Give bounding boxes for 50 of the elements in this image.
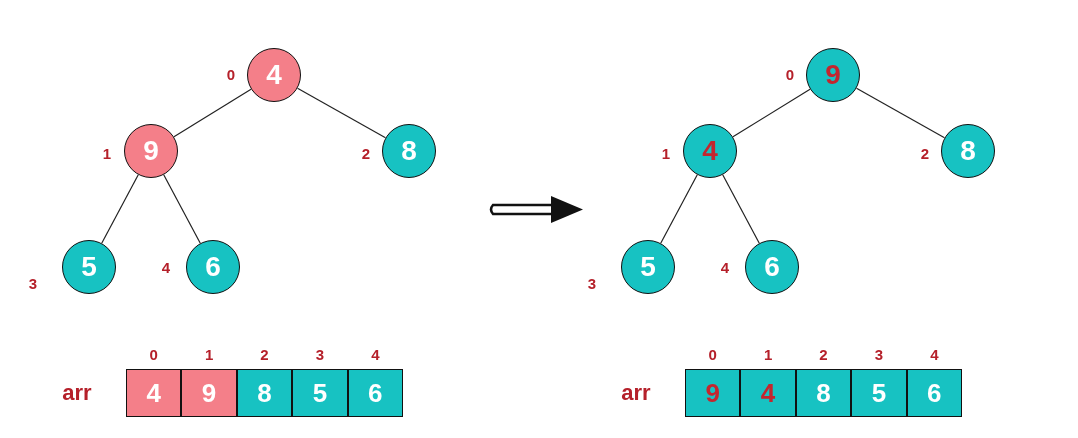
index-label: 0 bbox=[226, 67, 236, 83]
heap-node-circle: 4 bbox=[247, 48, 301, 102]
array-cell: 9 bbox=[685, 369, 741, 417]
array-cell: 5 bbox=[851, 369, 907, 417]
array-cell: 5 bbox=[292, 369, 348, 417]
array-cell: 6 bbox=[347, 369, 403, 417]
index-label: 3 bbox=[587, 276, 597, 292]
index-label: 1 bbox=[763, 347, 773, 363]
array-cell: 6 bbox=[906, 369, 962, 417]
index-label: 2 bbox=[361, 146, 371, 162]
heap-node-circle: 5 bbox=[62, 240, 116, 294]
array-name-label: arr bbox=[621, 380, 651, 406]
tree-edge bbox=[732, 88, 811, 138]
index-label: 1 bbox=[661, 146, 671, 162]
heap-node-circle: 8 bbox=[941, 124, 995, 178]
heap-node-circle: 9 bbox=[806, 48, 860, 102]
array-cell: 4 bbox=[126, 369, 182, 417]
heap-node-circle: 5 bbox=[621, 240, 675, 294]
tree-edge bbox=[101, 174, 139, 244]
index-label: 4 bbox=[720, 260, 730, 276]
index-label: 4 bbox=[930, 347, 939, 363]
heap-node-circle: 9 bbox=[124, 124, 178, 178]
heap-node-circle: 6 bbox=[745, 240, 799, 294]
heap-node-circle: 8 bbox=[382, 124, 436, 178]
array-cell: 8 bbox=[236, 369, 293, 417]
array-cell: 9 bbox=[181, 369, 237, 417]
tree-edge bbox=[660, 174, 698, 244]
tree-edge bbox=[855, 87, 946, 139]
tree-edge bbox=[173, 88, 252, 138]
index-label: 3 bbox=[315, 347, 325, 363]
index-label: 0 bbox=[708, 347, 717, 363]
index-label: 0 bbox=[149, 347, 158, 363]
index-label: 2 bbox=[819, 347, 828, 363]
index-label: 4 bbox=[371, 347, 380, 363]
array-cell: 8 bbox=[795, 369, 852, 417]
index-label: 3 bbox=[28, 276, 38, 292]
tree-edge bbox=[163, 174, 201, 244]
tree-edge bbox=[296, 87, 387, 139]
array-name-label: arr bbox=[62, 380, 92, 406]
index-label: 0 bbox=[785, 67, 795, 83]
tree-edge bbox=[722, 174, 760, 244]
index-label: 4 bbox=[161, 260, 171, 276]
index-label: 1 bbox=[102, 146, 112, 162]
array-cell: 4 bbox=[740, 369, 796, 417]
index-label: 2 bbox=[920, 146, 930, 162]
heap-node-circle: 6 bbox=[186, 240, 240, 294]
index-label: 1 bbox=[204, 347, 214, 363]
index-label: 3 bbox=[874, 347, 884, 363]
heap-node-circle: 4 bbox=[683, 124, 737, 178]
index-label: 2 bbox=[260, 347, 269, 363]
